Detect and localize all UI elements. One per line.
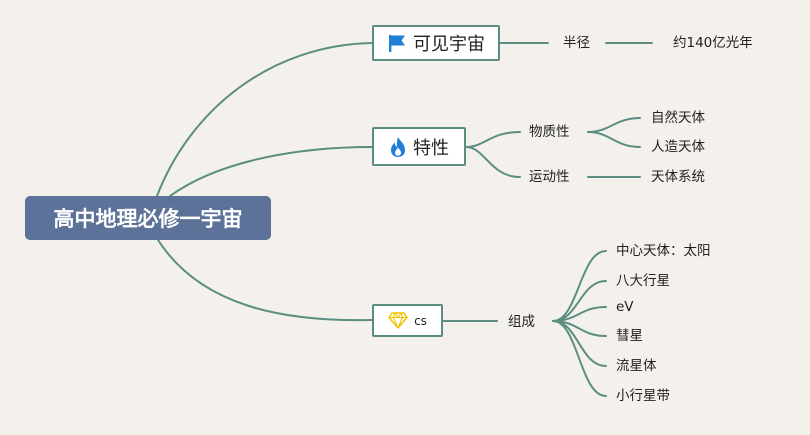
topic-cs[interactable]: cs — [372, 304, 443, 337]
topic-radius[interactable]: 半径 — [563, 35, 590, 51]
topic-radius-value[interactable]: 约140亿光年 — [673, 35, 753, 51]
connector-root-properties — [169, 146, 373, 197]
topic-motion[interactable]: 运动性 — [529, 169, 570, 185]
connector-materiality-artificial — [587, 131, 641, 148]
topic-cs-label: cs — [414, 313, 427, 328]
topic-properties[interactable]: 特性 — [372, 127, 466, 166]
topic-natural-bodies[interactable]: 自然天体 — [651, 110, 705, 126]
connector-root-visible — [156, 42, 373, 197]
topic-visible-universe[interactable]: 可见宇宙 — [372, 25, 500, 61]
topic-asteroid-belt[interactable]: 小行星带 — [616, 388, 670, 404]
connector-prop-motion — [465, 146, 521, 178]
root-topic[interactable]: 高中地理必修一宇宙 — [25, 196, 271, 240]
connector-comp-6 — [552, 320, 607, 397]
fire-icon — [389, 136, 407, 158]
topic-meteoroids[interactable]: 流星体 — [616, 358, 657, 374]
topic-celestial-system[interactable]: 天体系统 — [651, 169, 705, 185]
connector-root-cs — [157, 239, 373, 322]
root-topic-label: 高中地理必修一宇宙 — [53, 207, 243, 231]
topic-visible-universe-label: 可见宇宙 — [413, 34, 485, 55]
topic-eight-planets[interactable]: 八大行星 — [616, 273, 670, 289]
connector-materiality-natural — [587, 117, 641, 133]
flag-icon — [387, 33, 407, 53]
topic-comets[interactable]: 彗星 — [616, 328, 643, 344]
topic-ev[interactable]: eV — [616, 299, 634, 315]
topic-composition[interactable]: 组成 — [508, 314, 535, 330]
topic-materiality[interactable]: 物质性 — [529, 124, 570, 140]
topic-properties-label: 特性 — [413, 137, 449, 159]
topic-artificial-bodies[interactable]: 人造天体 — [651, 139, 705, 155]
topic-central-body-sun[interactable]: 中心天体：太阳 — [616, 243, 711, 259]
diamond-icon — [388, 312, 408, 329]
connector-comp-1 — [552, 250, 607, 322]
connector-prop-materiality — [465, 131, 521, 148]
